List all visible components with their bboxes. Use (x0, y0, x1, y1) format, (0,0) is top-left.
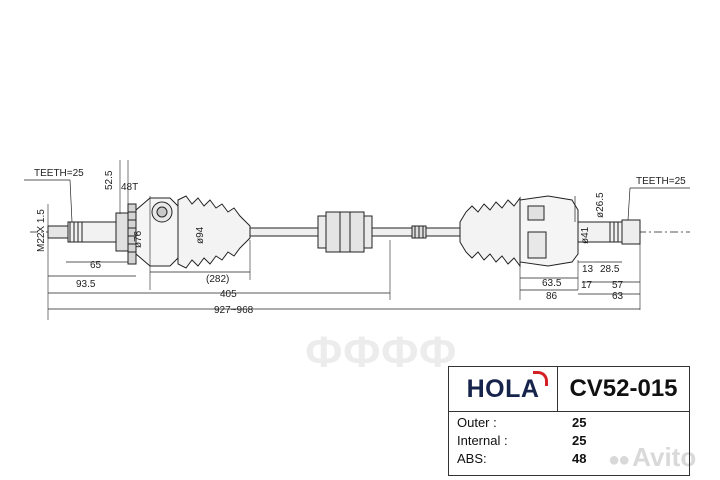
dim-927-968: 927~968 (214, 305, 254, 316)
avito-dots-icon: ●● (608, 449, 630, 471)
dim-d76: ø76 (133, 230, 144, 248)
avito-watermark: ●●Avito (608, 442, 696, 473)
spec-list: Outer : 25 Internal : 25 ABS: 48 (449, 415, 689, 469)
teeth-right-label: TEETH=25 (636, 176, 686, 187)
logo-arc-icon (533, 370, 549, 386)
inner-boot (459, 196, 521, 268)
brand-logo-cell: HOLA (449, 367, 558, 412)
dim-d41: ø41 (580, 226, 591, 244)
outer-boot (177, 195, 251, 269)
dim-282: (282) (206, 274, 229, 285)
dim-405: 405 (220, 289, 237, 300)
dim-28-5: 28.5 (600, 264, 620, 275)
teeth-left-label: TEETH=25 (34, 168, 84, 179)
dim-65: 65 (90, 260, 102, 271)
avito-text: Avito (632, 442, 697, 472)
thread-label: M22X 1.5 (36, 209, 47, 252)
spec-row-outer: Outer : 25 (449, 415, 689, 433)
spec-label: Internal : (457, 433, 508, 448)
spec-label: ABS: (457, 451, 487, 466)
dim-13: 13 (582, 264, 594, 275)
dim-48t: 48T (121, 182, 138, 193)
dim-86: 86 (546, 291, 558, 302)
hola-logo: HOLA (467, 370, 549, 404)
spec-label: Outer : (457, 415, 497, 430)
dim-57: 57 (612, 280, 624, 291)
dim-d26-5: ø26.5 (595, 192, 606, 218)
spec-value: 25 (572, 433, 587, 448)
spec-row-internal: Internal : 25 (449, 433, 689, 451)
dim-d94: ø94 (195, 226, 206, 244)
part-info-box: HOLA CV52-015 Outer : 25 Internal : 25 A… (448, 366, 690, 476)
spec-value: 25 (572, 415, 587, 430)
dim-63-5: 63.5 (542, 278, 562, 289)
left-thread-stub (47, 225, 69, 239)
dim-52-5: 52.5 (104, 170, 115, 190)
spec-value: 48 (572, 451, 587, 466)
dim-17: 17 (581, 280, 593, 291)
left-spline-shaft (67, 221, 121, 243)
dim-63: 63 (612, 291, 624, 302)
part-number: CV52-015 (558, 367, 689, 412)
watermark-ozon-logo: ФФФФ (305, 328, 458, 377)
spec-row-abs: ABS: 48 (449, 451, 689, 469)
dim-93-5: 93.5 (76, 279, 96, 290)
left-shoulder (115, 212, 129, 252)
